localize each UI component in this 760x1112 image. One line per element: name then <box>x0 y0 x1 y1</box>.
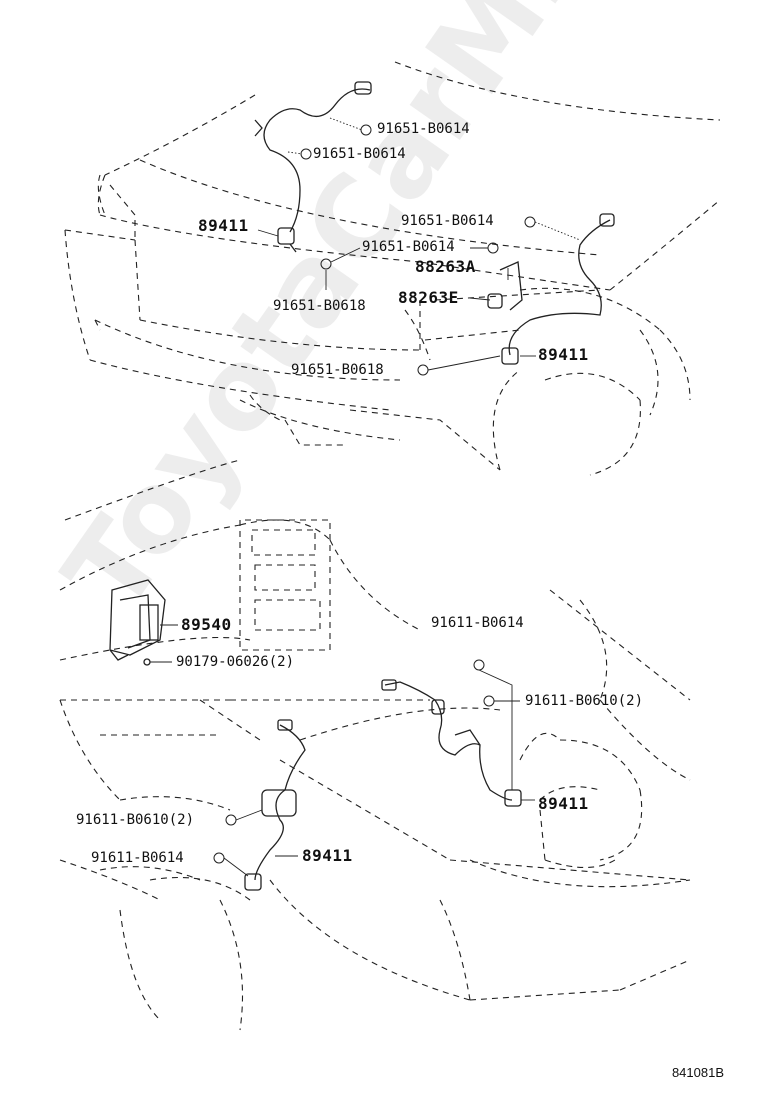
part-label-89411: 89411 <box>538 794 589 813</box>
part-label-88263a: 88263A <box>415 257 476 276</box>
bottom-right-sensor-harness <box>381 679 522 807</box>
part-label-91651-b0618: 91651-B0618 <box>291 362 384 378</box>
part-label-91651-b0614: 91651-B0614 <box>377 121 470 137</box>
part-label-89540: 89540 <box>181 615 232 634</box>
part-label-91611-b0614: 91611-B0614 <box>91 850 184 866</box>
part-label-89411: 89411 <box>302 846 353 865</box>
part-label-91611-b0610: 91611-B0610(2) <box>525 693 644 709</box>
top-left-sensor-harness <box>254 81 372 253</box>
part-label-91651-b0614: 91651-B0614 <box>401 213 494 229</box>
part-label-89411: 89411 <box>538 345 589 364</box>
part-label-91651-b0618: 91651-B0618 <box>273 298 366 314</box>
part-label-91651-b0614: 91651-B0614 <box>362 239 455 255</box>
part-label-88263e: 88263E <box>398 288 459 307</box>
diagram-code: 841081B <box>671 1065 724 1080</box>
part-label-91611-b0614: 91611-B0614 <box>431 615 524 631</box>
bottom-car-outline <box>59 459 691 1031</box>
bottom-leader-lines <box>150 624 535 877</box>
part-label-89411: 89411 <box>198 216 249 235</box>
bottom-left-sensor-harness <box>244 719 306 891</box>
top-leader-lines <box>257 117 581 376</box>
abs-ecu-bracket <box>109 579 166 666</box>
top-right-sensor-harness <box>487 213 615 365</box>
part-label-90179-06026: 90179-06026(2) <box>176 654 295 670</box>
top-car-outline <box>64 61 721 476</box>
part-label-91651-b0614: 91651-B0614 <box>313 146 406 162</box>
part-label-91611-b0610: 91611-B0610(2) <box>76 812 195 828</box>
